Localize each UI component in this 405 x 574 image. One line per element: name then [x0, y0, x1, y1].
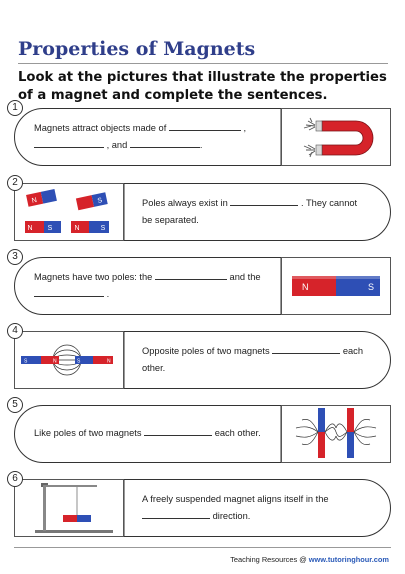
footer-label: Teaching Resources @ [230, 555, 307, 564]
card-outline [14, 405, 282, 463]
svg-text:N: N [107, 359, 111, 365]
title-divider [18, 63, 388, 64]
svg-text:S: S [77, 359, 81, 365]
question-card-3: 3 Magnets have two poles: the and the . … [7, 249, 391, 315]
page-title: Properties of Magnets [18, 38, 256, 60]
question-number: 1 [7, 100, 23, 116]
footer: Teaching Resources @ www.tutoringhour.co… [230, 555, 389, 564]
answer-blank[interactable] [144, 425, 213, 436]
magnet-label-n: N [302, 282, 309, 292]
svg-text:N: N [53, 359, 57, 365]
card-outline [123, 331, 391, 389]
attracting-magnets-picture: S N S N [14, 331, 124, 389]
instructions: Look at the pictures that illustrate the… [18, 70, 387, 103]
horseshoe-magnet-picture [281, 108, 391, 166]
question-text: Opposite poles of two magnets each other… [142, 343, 377, 377]
answer-blank[interactable] [142, 508, 210, 519]
card-outline [14, 108, 282, 166]
suspended-magnet-picture [14, 479, 124, 537]
question-number: 3 [7, 249, 23, 265]
answer-blank[interactable] [272, 343, 341, 354]
card-outline [123, 479, 391, 537]
answer-blank[interactable] [154, 269, 227, 280]
svg-text:S: S [101, 225, 106, 232]
answer-blank[interactable] [129, 137, 200, 148]
question-card-4: S N S N 4 Opposite poles of two magnets … [7, 323, 391, 389]
footer-divider [14, 547, 391, 548]
question-number: 2 [7, 175, 23, 191]
question-text: Like poles of two magnets each other. [34, 425, 284, 442]
question-text: Poles always exist in . They cannot be s… [142, 195, 377, 229]
question-number: 4 [7, 323, 23, 339]
question-number: 5 [7, 397, 23, 413]
magnet-label-n: N [31, 197, 37, 205]
svg-text:N: N [27, 225, 32, 232]
magnet-label-s: S [368, 282, 374, 292]
question-card-5: 5 Like poles of two magnets each other. [7, 397, 391, 463]
card-outline [123, 183, 391, 241]
question-text: Magnets have two poles: the and the . [34, 269, 284, 303]
svg-text:S: S [24, 359, 28, 365]
answer-blank[interactable] [34, 286, 104, 297]
footer-url[interactable]: www.tutoringhour.com [308, 555, 389, 564]
card-outline [14, 257, 282, 315]
question-number: 6 [7, 471, 23, 487]
svg-text:N: N [74, 225, 79, 232]
answer-blank[interactable] [34, 137, 104, 148]
magnet-label-s: S [97, 197, 103, 205]
question-text: Magnets attract objects made of , , and … [34, 120, 284, 154]
question-card-2: N S N S N S 2 Poles always exist in . Th… [7, 175, 391, 241]
question-card-6: 6 A freely suspended magnet aligns itsel… [7, 471, 391, 537]
bar-magnet-picture: N S [281, 257, 391, 315]
answer-blank[interactable] [230, 195, 299, 206]
answer-blank[interactable] [168, 120, 241, 131]
broken-magnet-picture: N S N S N S [14, 183, 124, 241]
question-text: A freely suspended magnet aligns itself … [142, 494, 329, 521]
repelling-magnets-picture [281, 405, 391, 463]
svg-text:S: S [48, 225, 53, 232]
question-card-1: 1 Magnets attract objects made of , , an… [7, 100, 391, 166]
